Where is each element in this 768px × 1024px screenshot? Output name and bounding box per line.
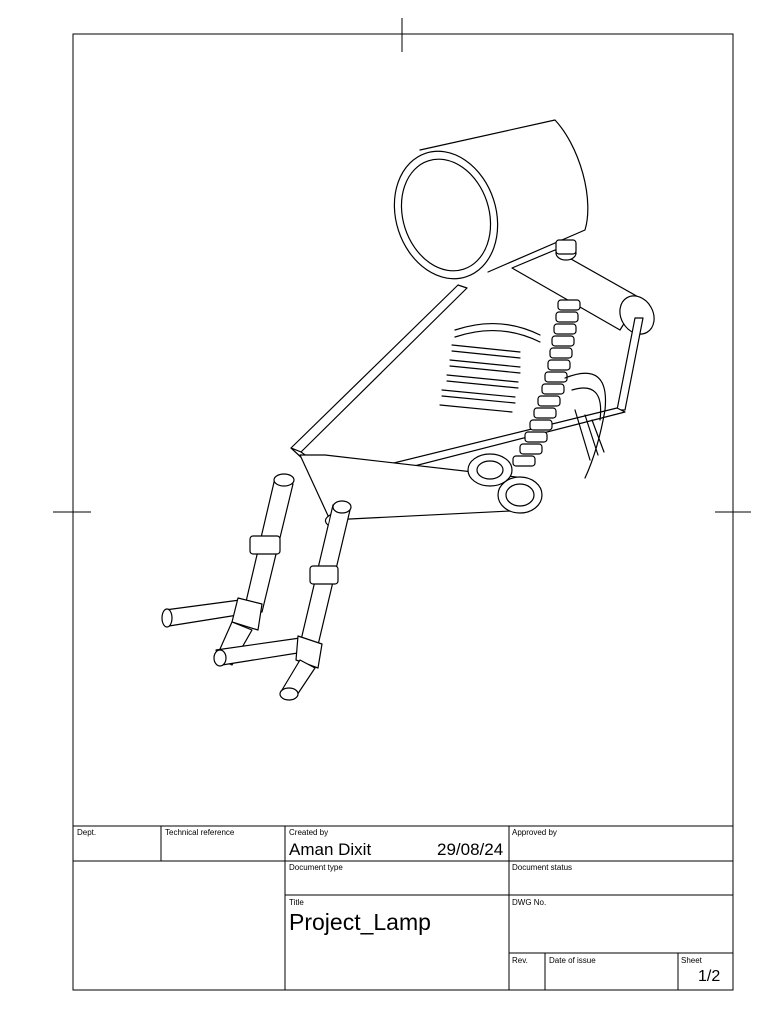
lamp-cooling-fins	[439, 323, 541, 413]
title-value: Project_Lamp	[289, 909, 431, 935]
title-label: Title	[289, 898, 304, 907]
lamp-base-arm	[299, 453, 543, 521]
lamp-shade	[393, 119, 589, 280]
created-date: 29/08/24	[437, 840, 504, 859]
lamp-right-leg	[279, 500, 352, 701]
lamp-gooseneck	[512, 299, 581, 467]
dept-label: Dept.	[77, 828, 97, 837]
document-type-label: Document type	[289, 863, 343, 872]
created-by-value: Aman Dixit	[289, 840, 372, 859]
document-status-label: Document status	[512, 863, 573, 872]
lamp-drawing	[161, 119, 655, 701]
lamp-rear-bracket	[511, 239, 655, 335]
rev-label: Rev.	[512, 956, 528, 965]
created-by-label: Created by	[289, 828, 329, 837]
technical-reference-label: Technical reference	[165, 828, 235, 837]
dwg-no-label: DWG No.	[512, 898, 547, 907]
title-block-grid	[73, 825, 733, 990]
approved-by-label: Approved by	[512, 828, 557, 837]
lamp-reflector	[564, 372, 607, 479]
lamp-left-leg	[161, 473, 305, 667]
date-of-issue-label: Date of issue	[549, 956, 596, 965]
sheet-label: Sheet	[681, 956, 702, 965]
sheet-border	[53, 18, 751, 991]
sheet-value: 1/2	[698, 968, 721, 985]
